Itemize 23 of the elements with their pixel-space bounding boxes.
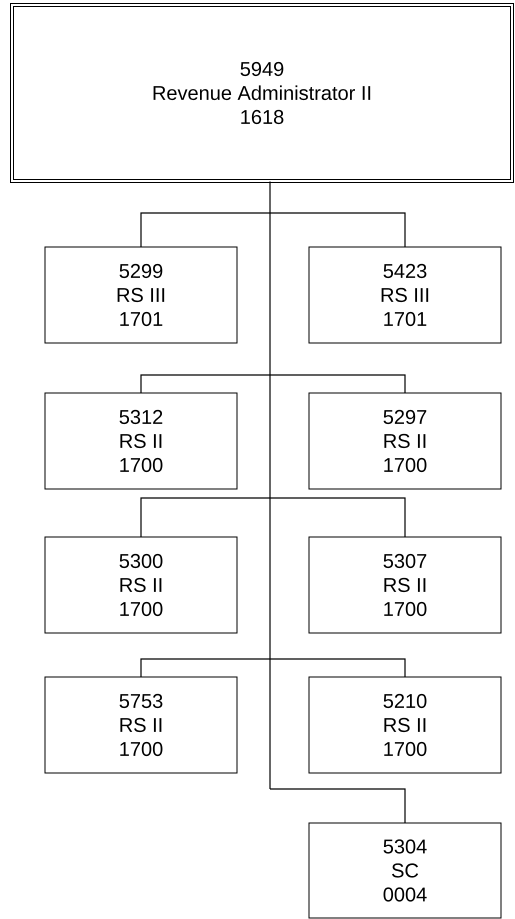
connector-line xyxy=(140,374,270,392)
position-box: 5312 RS II 1700 xyxy=(44,392,238,490)
position-box: 5210 RS II 1700 xyxy=(308,676,502,774)
connector-line xyxy=(270,497,406,536)
trunk-line xyxy=(269,498,271,659)
position-box: 5297 RS II 1700 xyxy=(308,392,502,490)
connector-line xyxy=(270,788,406,822)
trunk-line xyxy=(269,659,271,789)
connector-line xyxy=(270,374,406,392)
top-box: 5949 Revenue Administrator II 1618 xyxy=(10,3,514,183)
trunk-line xyxy=(269,213,271,375)
connector-line xyxy=(140,212,270,246)
position-box: 5304 SC 0004 xyxy=(308,822,502,918)
connector-line xyxy=(270,658,406,676)
position-box: 5423 RS III 1701 xyxy=(308,246,502,344)
position-box: 5300 RS II 1700 xyxy=(44,536,238,634)
position-box: 5299 RS III 1701 xyxy=(44,246,238,344)
position-box: 5753 RS II 1700 xyxy=(44,676,238,774)
position-box: 5307 RS II 1700 xyxy=(308,536,502,634)
connector-line xyxy=(140,497,270,536)
connector-line xyxy=(270,212,406,246)
trunk-line xyxy=(269,375,271,498)
connector-line xyxy=(140,658,270,676)
